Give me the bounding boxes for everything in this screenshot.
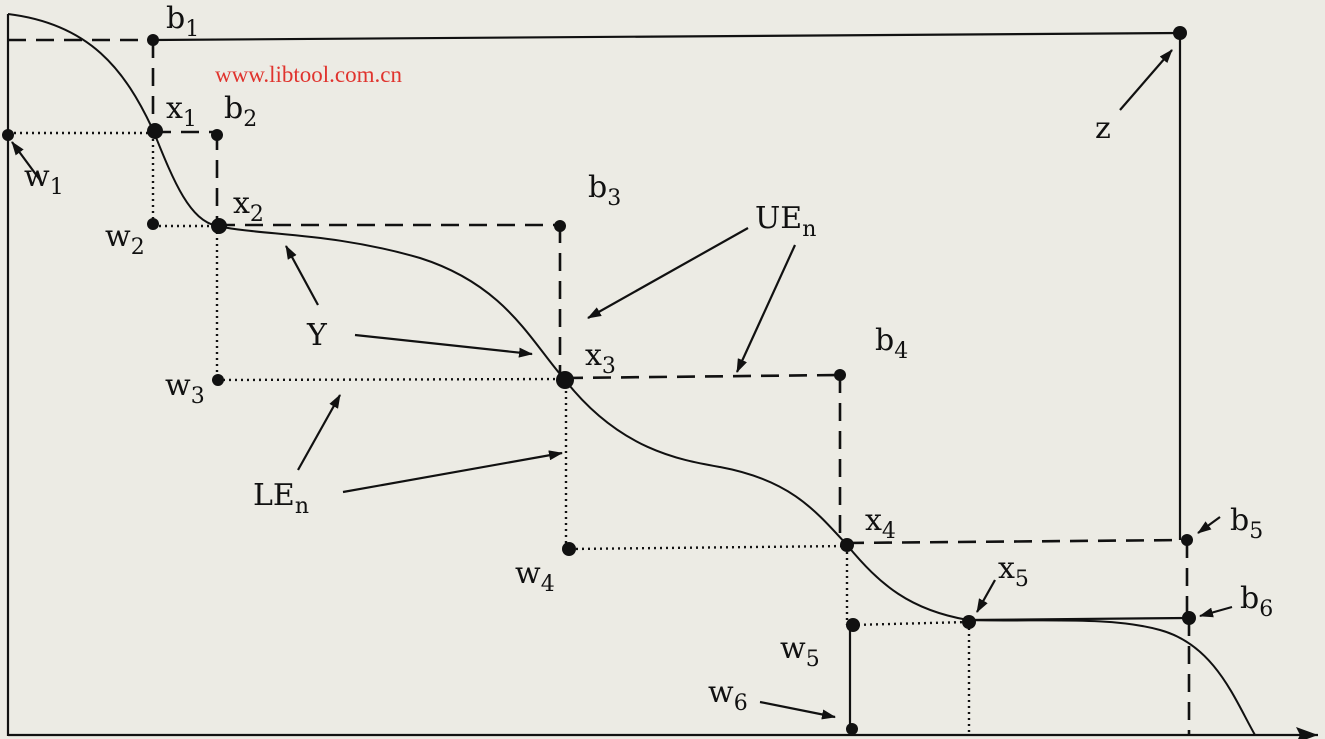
label-b5: b5: [1230, 503, 1263, 544]
w4-point: [562, 542, 576, 556]
le-segment: [569, 544, 848, 551]
label-w1: w1: [24, 159, 64, 200]
ue-segment: [845, 538, 1186, 545]
y-arrow-1: [285, 245, 319, 306]
x3-point: [556, 371, 574, 389]
label-x2: x2: [233, 186, 264, 227]
label-b4: b4: [875, 323, 908, 364]
y-curve: [7, 13, 1256, 736]
b5-arrow: [1197, 516, 1221, 534]
b1-point: [147, 34, 159, 46]
w1-point: [2, 129, 14, 141]
label-x5: x5: [998, 551, 1029, 592]
w1-arrow: [11, 141, 41, 181]
x4-point: [840, 538, 854, 552]
b6-point: [1182, 611, 1196, 625]
uen-arrow-1: [587, 227, 749, 319]
z-point: [1173, 26, 1187, 40]
le-segment: [216, 377, 566, 382]
top-bound-line: [152, 31, 1181, 42]
label-y: Y: [306, 318, 328, 353]
label-w6: w6: [708, 675, 748, 716]
label-w4: w4: [515, 556, 555, 597]
z-arrow: [1119, 49, 1173, 111]
b4-point: [834, 369, 846, 381]
label-uen: UEn: [755, 201, 816, 242]
x1-point: [147, 123, 163, 139]
b3-point: [554, 220, 566, 232]
len-arrow-2: [342, 450, 563, 494]
w2-point: [147, 218, 159, 230]
len-arrow-1: [297, 394, 341, 471]
w5-point: [846, 618, 860, 632]
label-b1: b1: [166, 1, 199, 42]
x5-point: [962, 615, 976, 629]
le-segment: [851, 620, 969, 627]
b2-point: [211, 129, 223, 141]
label-b6: b6: [1240, 581, 1273, 622]
label-b2: b2: [224, 91, 257, 132]
ue-segment: [564, 373, 841, 380]
label-len: LEn: [253, 478, 309, 519]
label-w3: w3: [165, 368, 205, 409]
b6-arrow: [1199, 605, 1233, 618]
w3-point: [212, 374, 224, 386]
watermark: www.libtool.com.cn: [215, 62, 402, 87]
x5-arrow: [976, 579, 996, 613]
x-axis-arrowhead: [1296, 727, 1318, 739]
x2-point: [211, 218, 227, 234]
label-w2: w2: [105, 219, 145, 260]
w6-arrow: [759, 700, 836, 720]
label-z: z: [1095, 111, 1111, 146]
label-b3: b3: [588, 170, 621, 211]
label-w5: w5: [780, 631, 820, 672]
label-x4: x4: [865, 503, 896, 544]
w6-point: [846, 723, 858, 735]
label-x1: x1: [166, 91, 197, 132]
uen-arrow-2: [735, 244, 797, 373]
b5-point: [1181, 534, 1193, 546]
label-x3: x3: [585, 338, 616, 379]
y-arrow-2: [354, 333, 533, 358]
